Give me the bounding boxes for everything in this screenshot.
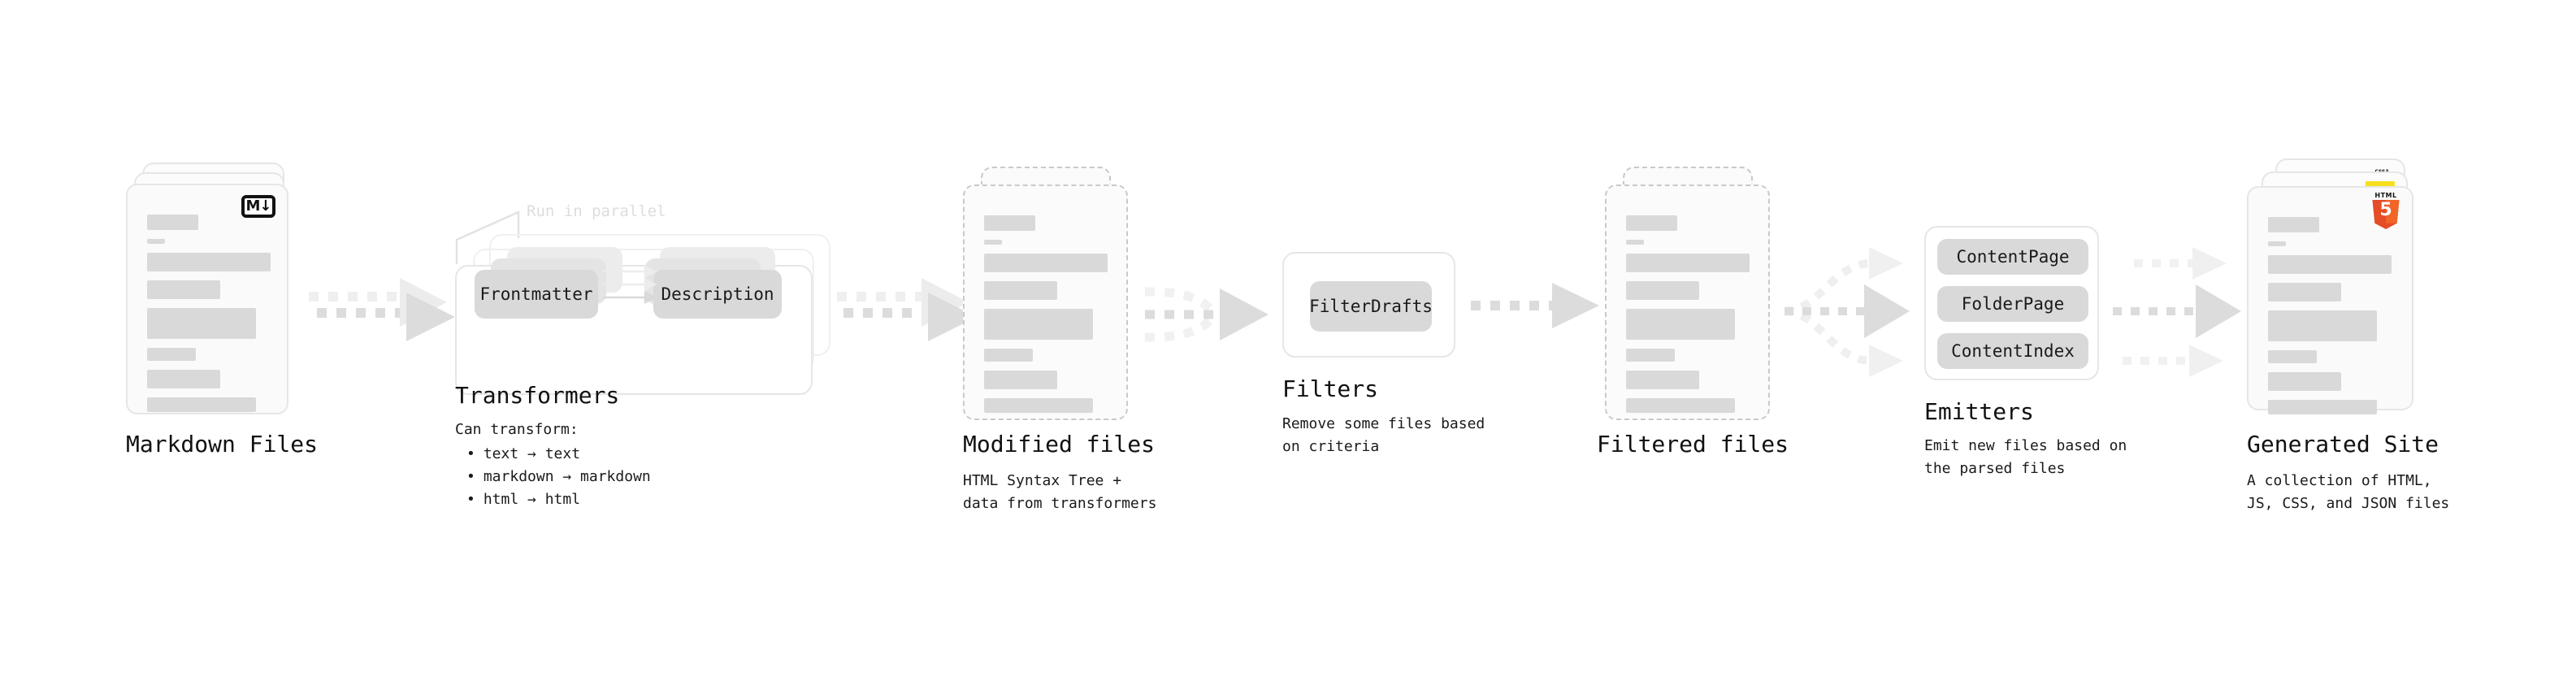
transformer-inner-arrows (603, 264, 657, 305)
bar (984, 240, 1002, 245)
markdown-card-bars (147, 215, 271, 421)
bar (984, 281, 1057, 300)
bar (2268, 283, 2341, 301)
markdown-icon: M↓ (241, 195, 275, 218)
bar (984, 254, 1108, 272)
bar (1626, 398, 1735, 413)
markdown-files-title: Markdown Files (126, 431, 319, 458)
arrow-transformers-to-modified (837, 278, 977, 341)
modified-card-front (963, 184, 1128, 420)
bar (2268, 400, 2377, 414)
modified-files-title: Modified files (963, 431, 1156, 458)
bar (984, 309, 1093, 340)
transformers-bullets: Can transform: text → text markdown → ma… (455, 419, 651, 511)
run-in-parallel-brace (455, 210, 520, 264)
html5-icon: HTML 5 (2370, 193, 2402, 230)
bar (147, 280, 220, 299)
arrow-filtered-to-emitters (1784, 247, 1910, 377)
bar (984, 371, 1057, 389)
markdown-files-stack: M↓ (126, 163, 301, 414)
generated-site-subtitle: A collection of HTML, JS, CSS, and JSON … (2247, 472, 2450, 512)
bar (984, 349, 1033, 362)
bar (147, 397, 256, 412)
emitters-subtitle: Emit new files based on the parsed files (1924, 437, 2127, 477)
bar (147, 239, 165, 244)
emitter-pill-contentpage[interactable]: ContentPage (1937, 239, 2088, 275)
site-card-front: HTML 5 (2247, 186, 2413, 414)
bar (1626, 215, 1677, 231)
run-in-parallel-label: Run in parallel (527, 202, 666, 220)
bar (147, 253, 271, 271)
markdown-card-front: M↓ (126, 184, 288, 414)
arrow-modified-to-filters (1144, 287, 1268, 342)
filter-pill-filterdrafts[interactable]: FilterDrafts (1309, 281, 1433, 332)
bar (2268, 217, 2319, 232)
filters-box: FilterDrafts (1282, 252, 1455, 358)
bar (2268, 310, 2377, 341)
bar (2268, 255, 2392, 274)
modified-files-subtitle: HTML Syntax Tree + data from transformer… (963, 472, 1157, 512)
bar (147, 308, 256, 339)
bar (1626, 349, 1675, 362)
transformers-stack: Frontmatter Description (455, 234, 837, 421)
modified-files-stack (963, 167, 1138, 435)
filtered-card-bars (1626, 215, 1750, 422)
transformers-box-front: Frontmatter Description (455, 247, 813, 395)
emitters-box: ContentPage FolderPage ContentIndex (1924, 226, 2099, 380)
bar (2268, 372, 2341, 391)
bar (1626, 281, 1699, 300)
emitter-pill-contentindex[interactable]: ContentIndex (1937, 333, 2088, 369)
filtered-card-front (1605, 184, 1770, 420)
modified-card-bars (984, 215, 1108, 422)
bar (147, 215, 198, 230)
bar (1626, 254, 1750, 272)
bar (984, 215, 1035, 231)
bar (147, 370, 220, 388)
arrow-filters-to-filtered (1471, 283, 1599, 328)
arrow-emitters-to-site (2113, 247, 2241, 377)
bar (2268, 350, 2317, 363)
bar (1626, 240, 1644, 245)
markdown-icon-letter: M (245, 197, 260, 215)
html5-icon-shield: 5 (2372, 200, 2400, 229)
generated-site-title: Generated Site (2247, 431, 2439, 458)
site-card-bars (2268, 217, 2392, 423)
emitter-pill-folderpage[interactable]: FolderPage (1937, 286, 2088, 322)
transformers-bullet-item: markdown → markdown (466, 466, 651, 488)
arrow-markdown-to-transformers (309, 278, 455, 341)
filters-subtitle: Remove some files based on criteria (1282, 415, 1485, 455)
bar (2268, 241, 2286, 246)
filtered-files-stack (1605, 167, 1780, 435)
markdown-icon-arrow: ↓ (259, 197, 271, 215)
transformer-pill-frontmatter[interactable]: Frontmatter (475, 270, 598, 319)
bar (1626, 371, 1699, 389)
transformers-bullet-item: html → html (466, 488, 651, 511)
bar (984, 398, 1093, 413)
bar (147, 348, 196, 361)
filtered-files-title: Filtered files (1597, 431, 1789, 458)
html5-icon-label: HTML (2374, 192, 2397, 199)
emitters-title: Emitters (1924, 398, 2034, 425)
transformers-bullets-header: Can transform: (455, 421, 579, 438)
html5-icon-number: 5 (2379, 200, 2392, 220)
transformers-title: Transformers (455, 382, 620, 409)
bar (1626, 309, 1735, 340)
transformer-pill-description[interactable]: Description (653, 270, 782, 319)
transformers-bullet-item: text → text (466, 443, 651, 466)
filters-title: Filters (1282, 375, 1379, 402)
generated-site-stack: CSS3 HTML 5 (2247, 158, 2434, 419)
